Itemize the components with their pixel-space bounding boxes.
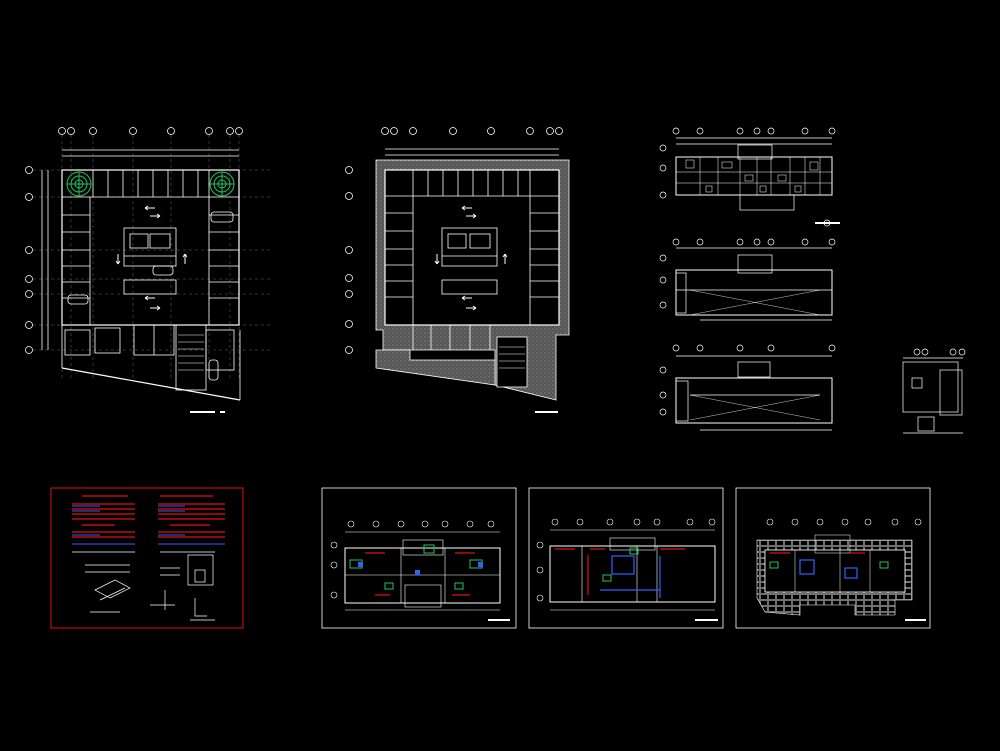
bottom-stalls <box>412 325 528 388</box>
parking-plan-a <box>25 127 270 413</box>
central-core <box>123 227 177 295</box>
parking-stalls-right <box>208 197 239 325</box>
details-legend-sheet <box>50 487 244 629</box>
car-icon <box>67 294 89 305</box>
grid-bubbles-top <box>672 344 836 352</box>
floor-plan-upper <box>659 127 840 227</box>
north-arrow-icon <box>823 219 831 227</box>
traffic-arrows <box>115 205 188 311</box>
grid-bubbles-top <box>672 127 836 135</box>
parking-stalls-top <box>62 170 239 198</box>
grid-bubbles-left <box>345 166 353 354</box>
roof-plan-lower <box>659 344 836 431</box>
tree-icon <box>209 171 235 197</box>
car-icon <box>210 211 234 223</box>
tree-icon <box>66 171 92 197</box>
parking-plan-b <box>345 127 570 413</box>
apartment-plan-sheet-2 <box>528 487 724 629</box>
traffic-arrows <box>434 205 508 311</box>
car-icon <box>208 359 219 381</box>
roof-plan-middle <box>659 238 836 321</box>
grid-bubbles-top <box>672 238 836 246</box>
grid-bubbles-top <box>381 127 563 135</box>
parking-stalls-left <box>385 196 414 325</box>
central-core <box>441 227 498 295</box>
apartment-plan-sheet-3 <box>735 487 931 629</box>
grid-bubbles-top <box>58 127 243 135</box>
parking-stalls-left <box>62 197 91 325</box>
small-section-detail <box>902 348 966 434</box>
bottom-stalls-ramp <box>61 324 241 401</box>
apartment-plan-sheet-1 <box>321 487 517 629</box>
car-icon <box>152 265 174 276</box>
parking-stalls-right <box>529 196 559 325</box>
grid-bubbles-left <box>25 166 33 354</box>
